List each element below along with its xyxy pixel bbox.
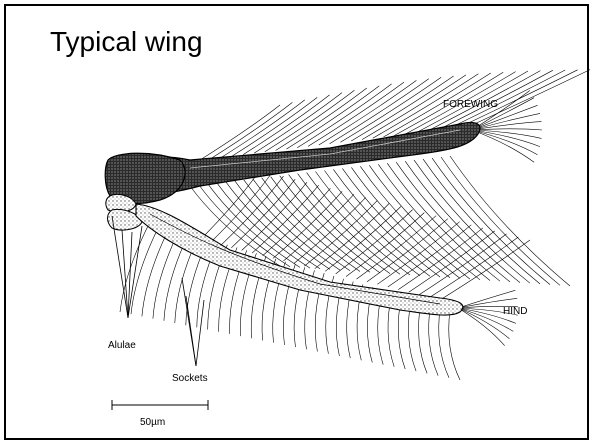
wing-hair [432, 158, 550, 285]
wing-hair [439, 307, 449, 378]
wing-hair [470, 70, 590, 126]
wing-hair [231, 179, 295, 248]
label-alulae: Alulae [108, 340, 136, 351]
wing-hair [254, 93, 342, 154]
label-sockets: Sockets [172, 373, 208, 384]
label-hind: HIND [503, 306, 527, 317]
wing-hair [262, 178, 360, 272]
wing-hair [458, 308, 505, 346]
wing-hair [276, 88, 367, 151]
wing-hair [423, 159, 540, 284]
wing-hair [360, 166, 470, 279]
wing-hair [414, 160, 530, 283]
wing-hair [284, 194, 354, 261]
wing-hair [307, 173, 410, 275]
wing-hair [243, 95, 329, 155]
wing-hair [369, 165, 480, 279]
sockets-leader-lines [182, 278, 204, 366]
wing-hair [244, 180, 340, 270]
wing-hair [265, 90, 355, 152]
wing-hair [472, 129, 542, 130]
wing-hair [378, 164, 490, 280]
wing-hair [263, 188, 331, 255]
hindwing-hair-fringe [120, 170, 530, 380]
wing-hair [357, 216, 437, 279]
wing-hair [294, 197, 366, 263]
label-scale: 50µm [140, 417, 165, 428]
wing-hair [472, 91, 530, 131]
wing-hair [449, 310, 460, 380]
wing-hair [472, 113, 540, 130]
alulae-leader-lines [112, 216, 142, 318]
scale-bar [112, 400, 208, 410]
wing-hair [142, 228, 170, 317]
wing-hair [351, 167, 460, 278]
wing-hair [232, 97, 317, 155]
wing-hair [222, 100, 305, 157]
label-forewing: FOREWING [443, 99, 498, 110]
wing-hair [297, 84, 391, 148]
wing-hair [286, 86, 379, 149]
wing-hair [440, 240, 530, 300]
